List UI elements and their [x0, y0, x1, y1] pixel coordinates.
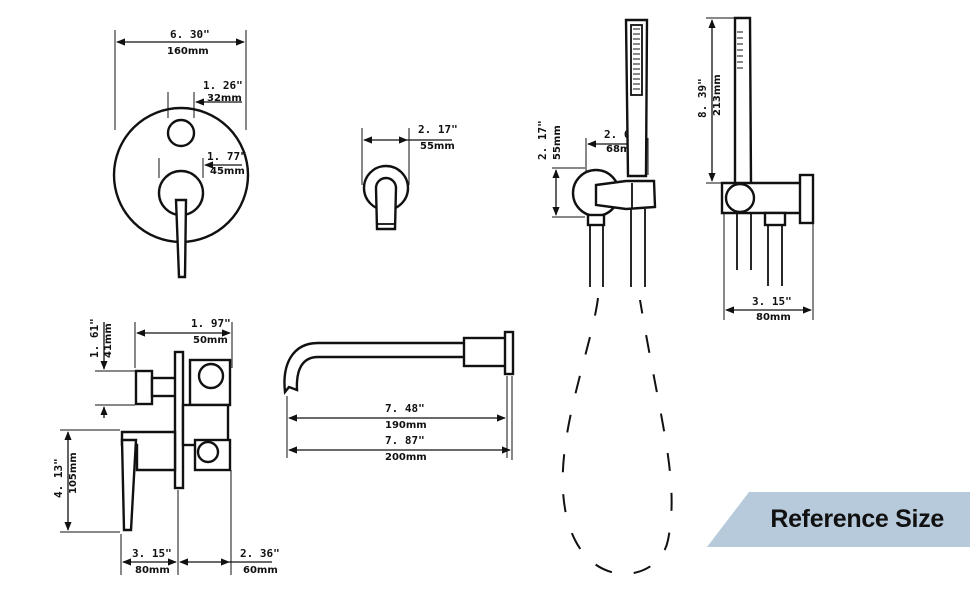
valve-body-mid	[181, 403, 230, 447]
dim-back-depth-inch: 2. 36"	[240, 547, 280, 560]
dim-knob-mm: 32mm	[207, 93, 242, 104]
dim-hub-mm: 45mm	[210, 166, 245, 177]
valve-port-top	[197, 362, 225, 390]
holder-arm	[594, 179, 657, 211]
side-lever	[120, 438, 138, 532]
dim-holder-depth-inch: 3. 15"	[752, 295, 792, 308]
dim-holder-height-inch: 2. 17"	[536, 120, 549, 160]
reference-size-label: Reference Size	[770, 505, 944, 533]
handshower-body-side	[733, 16, 753, 186]
dim-front-depth-inch: 3. 15"	[132, 547, 172, 560]
dim-spout-reach-mm: 190mm	[385, 420, 427, 431]
water-outlet-view: 2. 17" 55mm	[361, 123, 458, 231]
hose-top	[589, 225, 604, 287]
hose-loop	[561, 297, 673, 575]
dim-outlet-inch: 2. 17"	[418, 123, 458, 136]
dim-handle-height-inch: 4. 13"	[52, 458, 65, 498]
dim-outlet-mm: 55mm	[420, 141, 455, 152]
hose-nut-side	[763, 211, 787, 227]
wall-plate-side	[798, 173, 815, 225]
spray-nozzles	[633, 28, 640, 90]
spray-nozzles-side	[737, 31, 743, 69]
spout-collar	[462, 336, 510, 368]
dim-knob-depth-inch: 1. 97"	[191, 317, 231, 330]
hose-connector	[586, 213, 606, 227]
dim-knob-inch: 1. 26"	[203, 79, 243, 92]
dim-plate-width-inch: 6. 30"	[170, 28, 210, 41]
dim-handshower-inch: 8. 39"	[696, 78, 709, 118]
dim-front-depth-mm: 80mm	[135, 565, 170, 576]
handshower-side-view: 8. 39" 213mm 3. 15" 80mm	[696, 16, 815, 323]
spray-face	[630, 24, 643, 96]
dim-holder-width-mm: 68mm	[606, 144, 641, 155]
dim-holder-depth-mm: 80mm	[756, 312, 791, 323]
dim-back-depth-mm: 60mm	[243, 565, 278, 576]
outlet-pipe	[374, 176, 398, 231]
dim-knob-offset-mm: 41mm	[103, 323, 114, 358]
holder-pivot	[724, 182, 756, 214]
spout-wall-plate	[503, 330, 515, 376]
lever-handle	[174, 198, 188, 279]
dim-spout-total-mm: 200mm	[385, 452, 427, 463]
dim-holder-height-mm: 55mm	[552, 125, 563, 160]
handshower-front-view: 2. 17" 55mm 2. 68" 68mm	[536, 18, 673, 575]
dim-plate-width-mm: 160mm	[167, 46, 209, 57]
dim-handshower-mm: 213mm	[712, 74, 723, 116]
dim-knob-offset-inch: 1. 61"	[88, 318, 101, 358]
reference-size-badge: Reference Size	[707, 492, 970, 547]
valve-side-view: 1. 97" 50mm 1. 61" 41mm 4. 13" 105mm 3. …	[52, 317, 280, 576]
handle-side	[736, 213, 752, 270]
dim-knob-depth-mm: 50mm	[193, 335, 228, 346]
dim-handle-height-mm: 105mm	[68, 452, 79, 494]
spout-view: 7. 48" 190mm 7. 87" 200mm	[283, 330, 515, 463]
side-knob	[134, 369, 154, 406]
dim-spout-reach-inch: 7. 48"	[385, 402, 425, 415]
spout-arm	[283, 341, 467, 396]
dim-spout-total-inch: 7. 87"	[385, 434, 425, 447]
valve-port-bottom	[196, 440, 220, 464]
dim-hub-inch: 1. 77"	[207, 150, 247, 163]
handle-bottom	[630, 209, 646, 287]
diverter-knob	[166, 118, 196, 148]
hose-side	[767, 225, 783, 286]
valve-front-view: 6. 30" 160mm 1. 26" 32mm 1. 77" 45mm	[112, 28, 250, 279]
